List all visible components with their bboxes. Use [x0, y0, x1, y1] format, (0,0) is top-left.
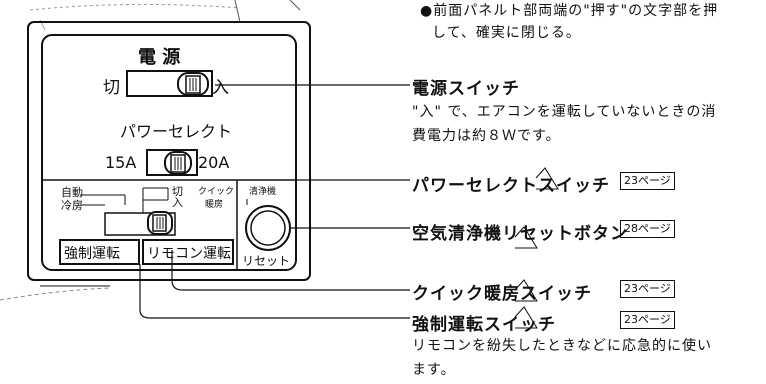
- callout-quick-heat-label: クイック暖房スイッチ: [412, 284, 592, 304]
- power-off-label: 切: [103, 78, 120, 98]
- callout-power-switch-desc2: 費電力は約８Ｗです。: [412, 128, 561, 144]
- callout-force-run-label: 強制運転スイッチ: [412, 315, 556, 335]
- quick-off-label: 切: [172, 185, 183, 198]
- power-switch[interactable]: [178, 73, 208, 95]
- callout-power-switch-label: 電源スイッチ: [412, 79, 520, 99]
- quick-line1-label: クイック: [198, 187, 235, 197]
- callout-force-run-page-ref: 23ページ: [620, 311, 675, 329]
- reset-label: リセット: [242, 254, 291, 268]
- quick-line2-label: 暖房: [205, 200, 224, 210]
- force-run-button-frame: [59, 239, 140, 265]
- callout-power-switch-desc1: "入" で、エアコンを運転していないときの消: [412, 104, 717, 120]
- callout-force-run-desc2: ます。: [412, 362, 456, 378]
- power-select-20a-label: 20A: [198, 153, 230, 172]
- callout-power-select-label: パワーセレクトスイッチ: [412, 176, 610, 196]
- control-panel-frame: [27, 21, 311, 281]
- purifier-reset-button[interactable]: [246, 206, 290, 250]
- callout-power-select-page-ref: 23ページ: [620, 172, 675, 190]
- top-note-line2: して、確実に閉じる。: [432, 25, 581, 41]
- power-on-label: 入: [212, 78, 229, 98]
- remote-run-button-frame: [142, 239, 234, 265]
- power-select-15a-label: 15A: [105, 153, 137, 172]
- callout-reset-button-page-ref: 28ページ: [620, 220, 675, 238]
- power-select-title: パワーセレクト: [120, 122, 233, 141]
- quick-heat-switch[interactable]: [148, 212, 172, 234]
- top-note-line1: ●前面パネルト部両端の"押す"の文字部を押: [420, 3, 719, 19]
- callout-force-run-desc1: リモコンを紛失したときなどに応急的に使い: [412, 338, 712, 354]
- force-run-switch[interactable]: [105, 213, 145, 235]
- purifier-label: 清浄機: [249, 187, 277, 197]
- remote-run-button[interactable]: リモコン運転: [147, 246, 231, 262]
- power-select-switch[interactable]: [165, 152, 191, 174]
- force-run-button[interactable]: 強制運転: [64, 246, 120, 262]
- callout-reset-button-label: 空気清浄機リセットボタン: [412, 224, 628, 244]
- callout-quick-heat-page-ref: 23ページ: [620, 280, 675, 298]
- auto-label: 自動: [61, 186, 83, 199]
- quick-on-label: 入: [172, 196, 183, 209]
- cool-label: 冷房: [61, 199, 83, 212]
- power-title: 電 源: [138, 47, 181, 68]
